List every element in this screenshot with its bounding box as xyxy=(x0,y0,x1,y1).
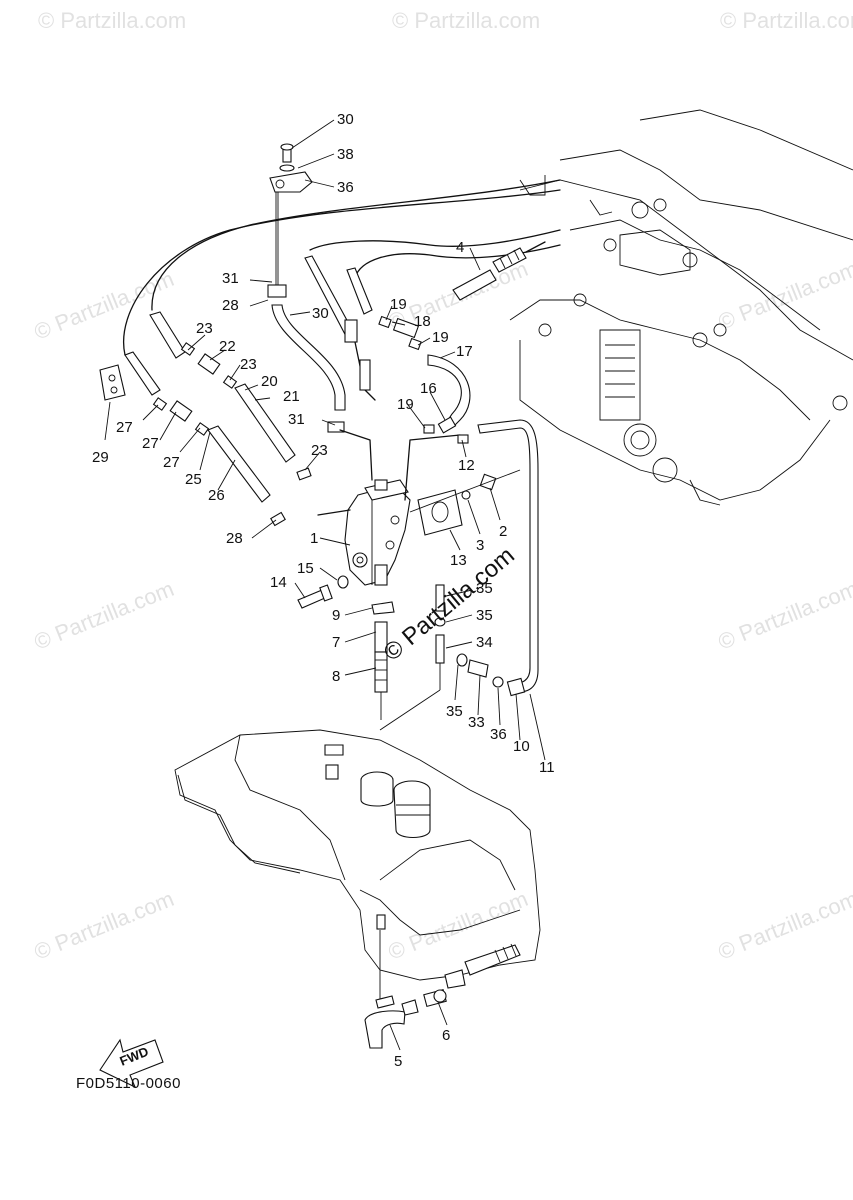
callout-12: 12 xyxy=(458,457,475,474)
callout-14: 14 xyxy=(270,574,287,591)
callout-20: 20 xyxy=(261,373,278,390)
callout-33: 34 xyxy=(476,634,493,651)
top-bracket-assembly xyxy=(269,143,313,290)
callout-25: 26 xyxy=(208,487,225,504)
watermark-layer: © Partzilla.com © Partzilla.com © Partzi… xyxy=(31,8,853,965)
callout-35c: 36 xyxy=(490,726,507,743)
watermark: © Partzilla.com xyxy=(392,8,540,33)
callout-6: 6 xyxy=(442,1027,450,1044)
callout-32: 33 xyxy=(468,714,485,731)
watermark: © Partzilla.com xyxy=(31,886,178,965)
engine-block-outline xyxy=(509,109,853,506)
callout-37: 30 xyxy=(337,111,354,128)
callout-8: 8 xyxy=(332,668,340,685)
callout-10: 10 xyxy=(513,738,530,755)
callout-22: 22 xyxy=(219,338,236,355)
callout-31: 31 xyxy=(222,270,239,287)
callout-29: 28 xyxy=(222,297,239,314)
callout-36: 36 xyxy=(337,179,354,196)
callout-5: 5 xyxy=(394,1053,402,1070)
long-hose-bundle xyxy=(123,179,561,356)
drain-parts xyxy=(364,930,447,1049)
callout-34: 35 xyxy=(476,580,493,597)
callout-26: 27 xyxy=(142,435,159,452)
hose-29-30 xyxy=(267,284,346,433)
lower-pump-parts xyxy=(297,575,395,720)
gasket-13 xyxy=(409,434,521,536)
callout-30: 30 xyxy=(312,305,329,322)
part-4-cable xyxy=(452,241,546,301)
callout-35b: 35 xyxy=(446,703,463,720)
callout-27a: 27 xyxy=(116,419,133,436)
watermark: © Partzilla.com xyxy=(38,8,186,33)
callout-19a: 19 xyxy=(390,296,407,313)
watermark: © Partzilla.com xyxy=(31,576,178,655)
upper-left-hoses xyxy=(124,311,312,527)
callout-19c: 19 xyxy=(397,396,414,413)
callout-3: 3 xyxy=(476,537,484,554)
fuel-pump-assembly xyxy=(317,429,461,586)
callout-4: 4 xyxy=(456,239,464,256)
callout-11: 11 xyxy=(539,759,555,776)
diagram-code: F0D5110-0060 xyxy=(76,1075,181,1092)
callout-31b: 31 xyxy=(288,411,305,428)
callout-19b: 19 xyxy=(432,329,449,346)
callout-13: 13 xyxy=(450,552,467,569)
callout-16: 16 xyxy=(420,380,437,397)
callout-15: 15 xyxy=(297,560,314,577)
watermark: © Partzilla.com xyxy=(720,8,853,33)
callout-38: 38 xyxy=(337,146,354,163)
callout-2: 2 xyxy=(499,523,507,540)
callout-18: 18 xyxy=(414,313,431,330)
callout-9: 9 xyxy=(332,607,340,624)
callout-1: 1 xyxy=(310,530,318,547)
callout-17: 17 xyxy=(456,343,473,360)
callout-28: 29 xyxy=(92,449,109,466)
watermark: © Partzilla.com xyxy=(715,576,853,655)
callout-23a: 23 xyxy=(196,320,213,337)
fuel-tank xyxy=(174,729,541,989)
callout-23c: 23 xyxy=(311,442,328,459)
hose-mid-group xyxy=(304,255,471,434)
return-hose-group xyxy=(379,419,539,731)
part-28-bracket xyxy=(99,364,126,401)
callout-21: 21 xyxy=(283,388,300,405)
callout-27c: 28 xyxy=(226,530,243,547)
callout-35a: 35 xyxy=(476,607,493,624)
callout-7: 7 xyxy=(332,634,340,651)
callout-27b: 27 xyxy=(163,454,180,471)
watermark: © Partzilla.com xyxy=(715,886,853,965)
callout-numbers: 30 38 36 4 31 28 30 19 18 19 17 16 19 23… xyxy=(92,111,555,1070)
callout-23b: 23 xyxy=(240,356,257,373)
watermark: © Partzilla.com xyxy=(31,266,178,345)
leader-lines xyxy=(104,119,546,1051)
callout-24: 25 xyxy=(185,471,202,488)
